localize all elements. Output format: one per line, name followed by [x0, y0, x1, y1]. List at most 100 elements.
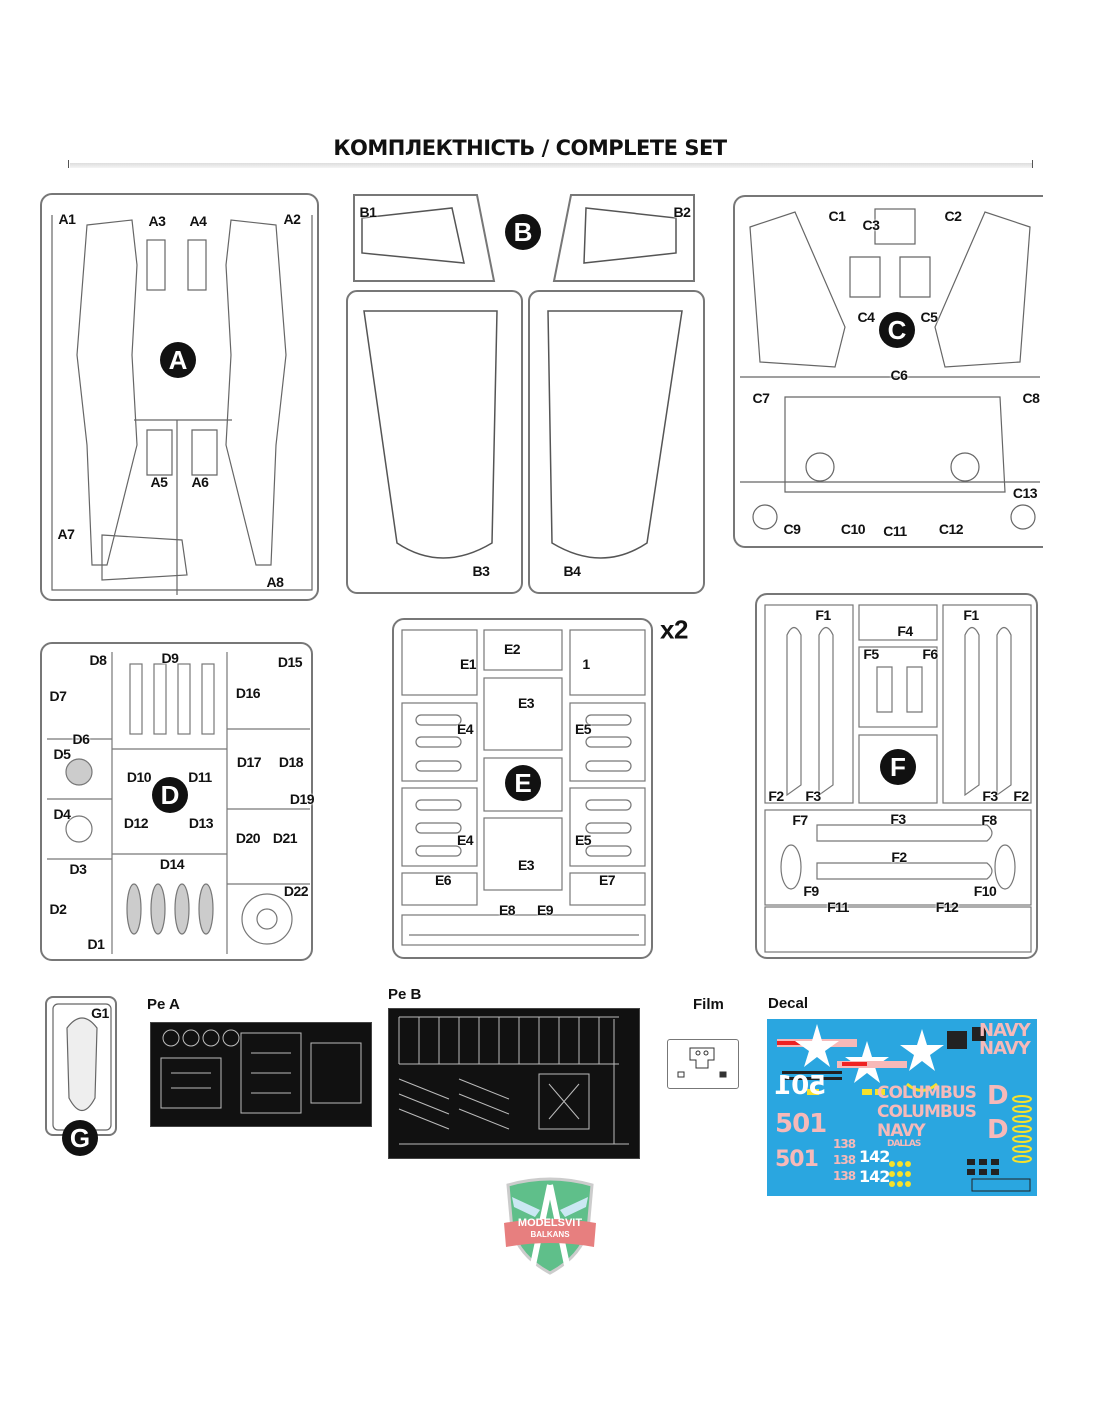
sprue-f-badge: F — [880, 749, 916, 785]
part-label: C7 — [752, 390, 770, 406]
part-label: D8 — [89, 652, 107, 668]
film-label: Film — [693, 996, 724, 1013]
sprue-e-quantity: x2 — [660, 614, 688, 645]
part-label: 1 — [582, 656, 590, 672]
part-label: C11 — [883, 523, 907, 539]
part-label: G1 — [91, 1005, 109, 1021]
part-label: E4 — [456, 832, 474, 848]
part-label: F3 — [890, 811, 906, 827]
part-label: C3 — [862, 217, 880, 233]
part-label: F2 — [1013, 788, 1029, 804]
part-label: E3 — [517, 857, 535, 873]
sprue-e-badge: E — [505, 765, 541, 801]
decal-sheet: NAVY NAVY COLUMBUS COLUMBUS NAVY DALLAS … — [767, 1019, 1037, 1196]
part-label: F3 — [982, 788, 998, 804]
pe-a-label: Pe A — [147, 996, 180, 1013]
part-label: E3 — [517, 695, 535, 711]
part-label: D5 — [53, 746, 71, 762]
decal-text: 138 — [833, 1169, 856, 1183]
decal-text: 501 — [775, 1109, 827, 1139]
part-label: D11 — [188, 769, 212, 785]
sprue-b: B1 B B2 B3 B4 — [342, 193, 706, 596]
part-label: F11 — [827, 899, 849, 915]
sprue-g-badge: G — [62, 1120, 98, 1156]
part-label: F10 — [973, 883, 997, 899]
pe-b-frets — [398, 1016, 629, 1145]
part-label: F12 — [935, 899, 959, 915]
part-label: C10 — [840, 521, 866, 537]
part-label: E4 — [456, 721, 474, 737]
part-label: D6 — [72, 731, 90, 747]
part-label: D2 — [49, 901, 67, 917]
part-label: F1 — [963, 607, 979, 623]
part-label: B2 — [673, 204, 691, 220]
part-label: D17 — [236, 754, 262, 770]
logo-shield — [504, 1177, 596, 1275]
part-label: A4 — [189, 213, 207, 229]
part-label: B3 — [472, 563, 490, 579]
part-label: C1 — [828, 208, 846, 224]
part-label: F2 — [768, 788, 784, 804]
decal-text: 138 — [833, 1137, 856, 1151]
sprue-d-badge: D — [152, 777, 188, 813]
decal-text: D — [987, 1081, 1009, 1111]
decal-text: NAVY — [979, 1020, 1031, 1041]
part-label: D12 — [123, 815, 149, 831]
part-label: F3 — [805, 788, 821, 804]
part-label: E5 — [574, 721, 592, 737]
decal-text: NAVY — [877, 1121, 926, 1141]
part-label: A2 — [283, 211, 301, 227]
decal-text: 142 — [859, 1147, 890, 1166]
decal-text: COLUMBUS — [877, 1102, 977, 1122]
part-label: D1 — [87, 936, 105, 952]
decal-text: NAVY — [979, 1038, 1031, 1059]
part-label: F6 — [922, 646, 938, 662]
film-sheet — [667, 1039, 739, 1089]
part-label: B4 — [563, 563, 581, 579]
part-label: F1 — [815, 607, 831, 623]
logo-line-1: MODELSVIT — [517, 1217, 583, 1229]
instrument-panel-film — [677, 1047, 727, 1078]
part-label: C13 — [1012, 485, 1038, 501]
part-label: D3 — [69, 861, 87, 877]
sprue-c-badge: C — [879, 312, 915, 348]
part-label: A1 — [58, 211, 76, 227]
part-label: F2 — [891, 849, 907, 865]
part-label: F8 — [981, 812, 997, 828]
part-label: D22 — [283, 883, 309, 899]
sprue-a-badge: A — [160, 342, 196, 378]
part-label: D19 — [289, 791, 315, 807]
part-label: D7 — [49, 688, 67, 704]
sprue-f-parts — [764, 604, 1032, 953]
decal-text: 501 — [775, 1071, 827, 1101]
part-label: C9 — [783, 521, 801, 537]
part-label: C2 — [944, 208, 962, 224]
sprue-c-parts — [740, 208, 1040, 530]
decal-text: COLUMBUS — [877, 1083, 977, 1103]
part-label: E1 — [459, 656, 477, 672]
part-label: D10 — [126, 769, 152, 785]
part-label: F7 — [792, 812, 808, 828]
sprue-b-badge: B — [505, 214, 541, 250]
part-label: B1 — [359, 204, 377, 220]
pe-b-label: Pe B — [388, 986, 422, 1003]
part-label: C6 — [890, 367, 908, 383]
part-label: A3 — [148, 213, 166, 229]
part-label: A7 — [57, 526, 75, 542]
part-label: D16 — [235, 685, 261, 701]
part-label: D15 — [277, 654, 303, 670]
part-label: E9 — [536, 902, 554, 918]
part-label: C4 — [857, 309, 875, 325]
part-label: E8 — [498, 902, 516, 918]
decal-text: 501 — [775, 1147, 819, 1172]
part-label: C5 — [920, 309, 938, 325]
part-label: F9 — [803, 883, 819, 899]
modelsvit-balkans-logo: MODELSVIT BALKANS — [500, 1175, 600, 1275]
part-label: F5 — [863, 646, 879, 662]
sprue-d: D8 D9 D15 D7 D16 D6 D5 D17 D18 D10 D11 D… — [40, 642, 315, 961]
part-label: D14 — [159, 856, 185, 872]
part-label: E5 — [574, 832, 592, 848]
pe-a-sheet — [150, 1022, 372, 1127]
decal-insignia — [777, 1024, 1032, 1192]
page-title: КОМПЛЕКТНІСТЬ / COMPLETE SET — [333, 136, 727, 160]
